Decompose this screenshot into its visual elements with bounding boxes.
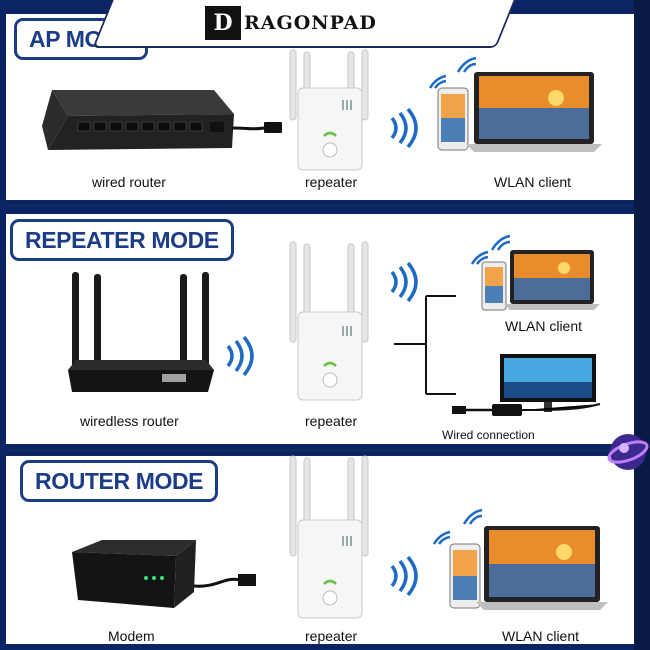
side-strip <box>634 0 650 650</box>
wifi-signal-icon <box>490 234 511 251</box>
wifi-waves-icon <box>226 335 254 377</box>
wifi-signal-icon <box>456 56 477 73</box>
repeater-mode-repeater-device <box>289 241 369 401</box>
wired-connection-caption: Wired connection <box>442 428 535 442</box>
repeater-source-caption: wiredless router <box>80 413 179 429</box>
router-mode-repeater-device <box>289 455 369 619</box>
router-client-caption: WLAN client <box>502 628 580 644</box>
wifi-waves-icon <box>390 555 418 597</box>
wired-router-device <box>42 90 282 150</box>
panel-divider <box>6 205 634 206</box>
ap-client-caption: WLAN client <box>494 174 572 190</box>
brand-name: RAGONPAD <box>244 12 377 34</box>
router-mode-repeater-caption: repeater <box>305 628 358 644</box>
repeater-wlan-client-device <box>481 250 600 311</box>
ap-repeater-device <box>289 49 369 171</box>
wifi-signal-icon <box>432 530 451 545</box>
badge-icon <box>607 434 649 470</box>
wifi-signal-icon <box>428 74 447 89</box>
ap-repeater-caption: repeater <box>305 174 358 190</box>
repeater-mode-repeater-caption: repeater <box>305 413 358 429</box>
wireless-router-device <box>68 272 214 392</box>
wifi-signal-icon <box>462 508 483 525</box>
wifi-signal-icon <box>470 250 489 265</box>
ap-source-caption: wired router <box>92 174 166 190</box>
wifi-waves-icon <box>390 261 418 303</box>
repeater-client-caption: WLAN client <box>505 318 583 334</box>
router-mode-label: ROUTER MODE <box>20 460 219 502</box>
brand-logo: D RAGONPAD <box>205 5 377 41</box>
wired-connection-device <box>452 354 601 416</box>
router-wlan-client-device <box>449 526 608 610</box>
modem-device <box>72 540 256 608</box>
connection-bracket <box>394 295 456 395</box>
router-source-caption: Modem <box>108 628 155 644</box>
panel-divider <box>6 450 634 451</box>
repeater-mode-label: REPEATER MODE <box>10 219 234 261</box>
wifi-waves-icon <box>390 107 418 149</box>
ap-wlan-client-device <box>437 72 602 152</box>
brand-initial: D <box>205 6 241 40</box>
